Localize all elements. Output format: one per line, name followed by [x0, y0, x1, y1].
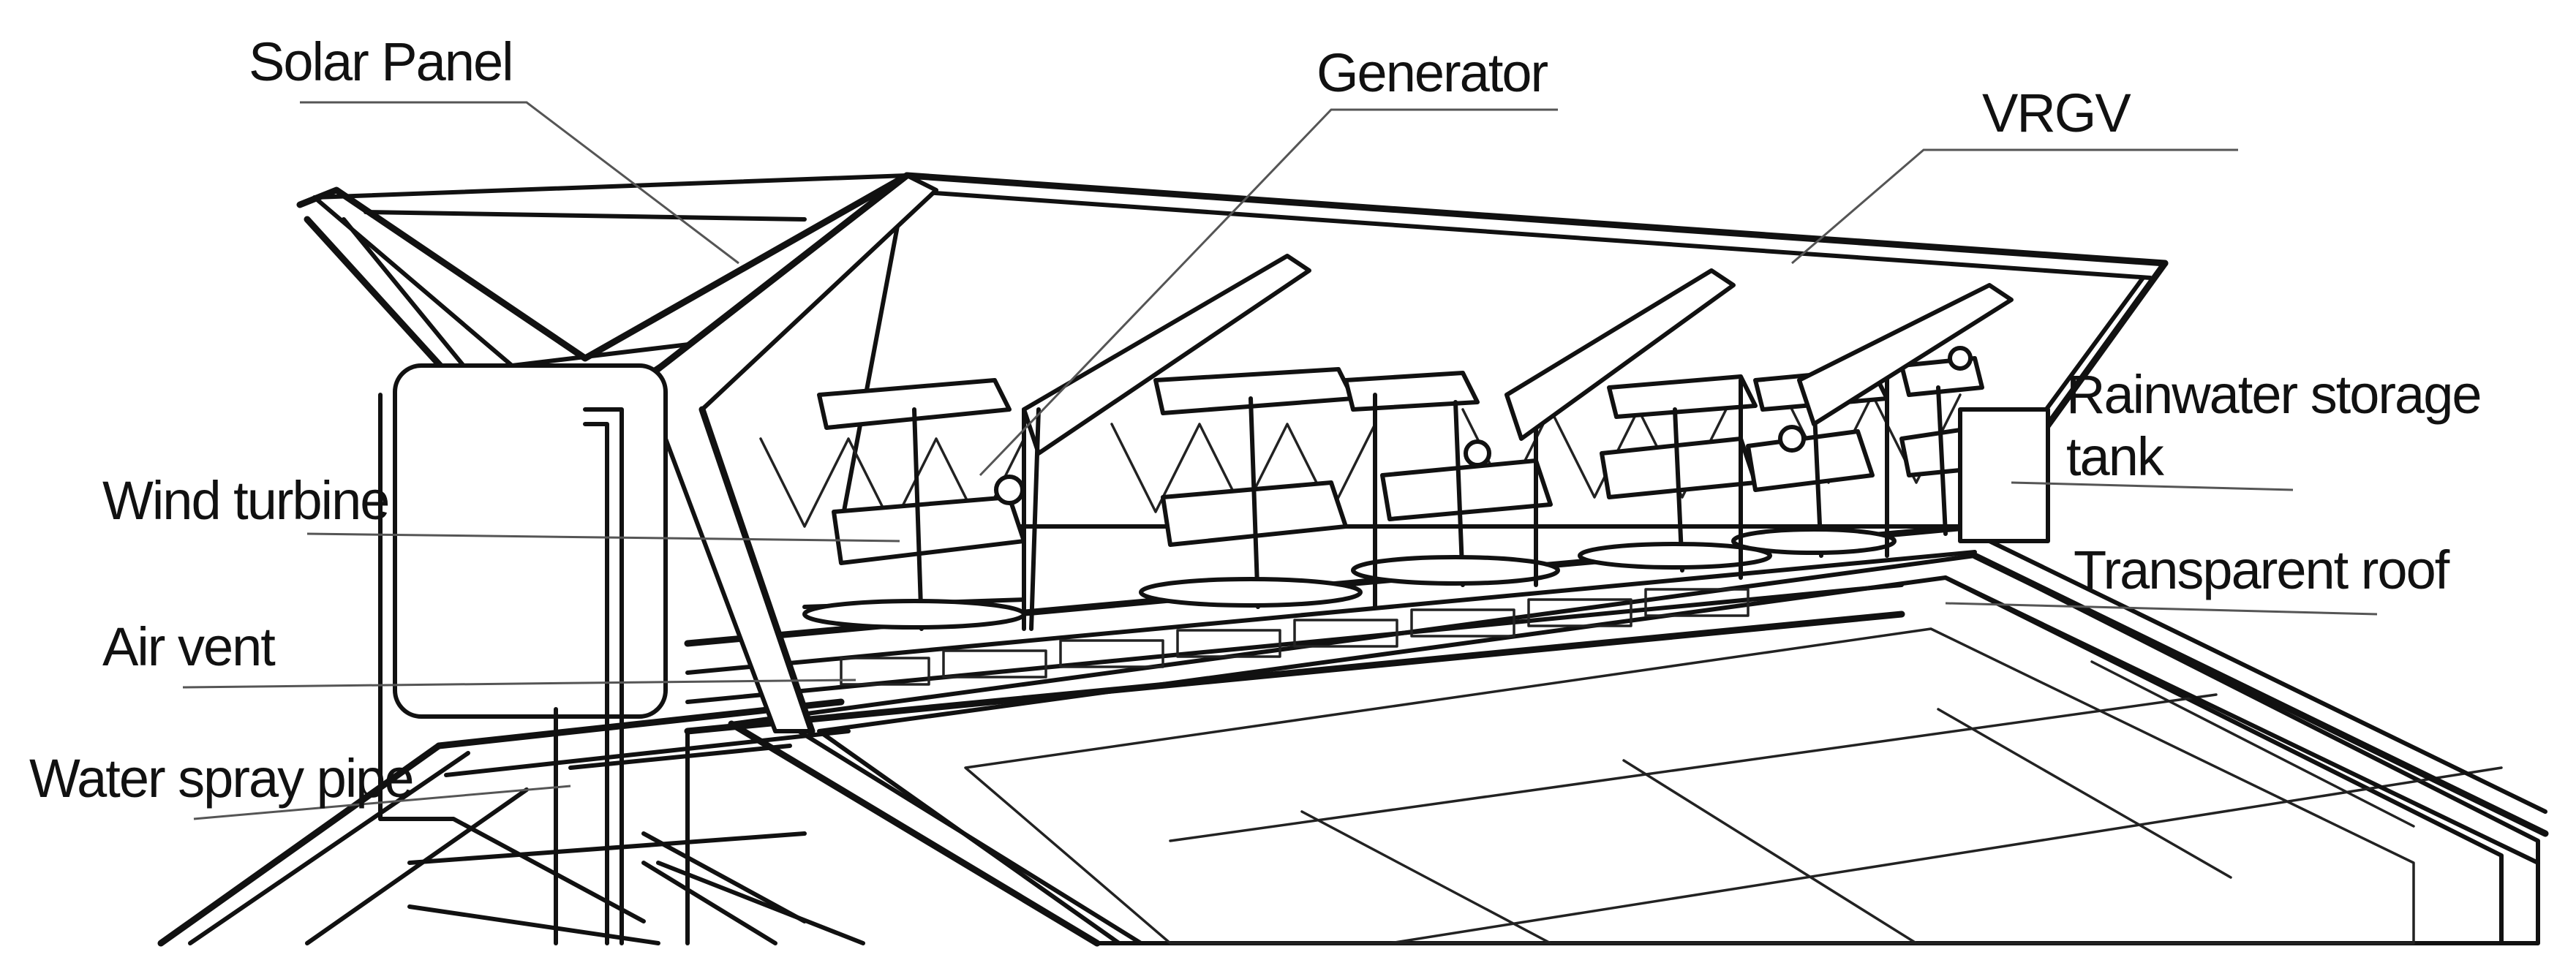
vrgv-label: VRGV [1982, 83, 2131, 143]
water-spray-pipes-drawing [378, 393, 807, 945]
air-vent-label: Air vent [102, 616, 276, 677]
turbine-1 [802, 378, 1026, 631]
generator-arms-drawing [994, 254, 2014, 631]
lower-left-frame-drawing [157, 698, 1101, 947]
wind-turbine-row-drawing [759, 356, 1984, 631]
air-vent-slats [840, 588, 1750, 686]
vrgv-leader [1791, 148, 2238, 265]
transparent-roof-label: Transparent roof [2074, 540, 2450, 600]
turbine-3 [1344, 371, 1560, 587]
generator-leader [979, 108, 1558, 477]
leader-lines [182, 101, 2378, 820]
turbine-5 [1731, 367, 1897, 558]
rainwater-tank-drawing [393, 363, 2050, 719]
solar-panel-label: Solar Panel [249, 31, 513, 92]
turbine-2 [1139, 367, 1363, 609]
wind-turbine-leader [306, 532, 900, 543]
rainwater-storage-label: Rainwater storage [2066, 364, 2481, 425]
water-spray-pipe-label: Water spray pipe [29, 748, 413, 809]
transparent-roof-leader [1945, 602, 2378, 616]
solar-panel-leader [300, 101, 739, 265]
generator-label: Generator [1317, 42, 1548, 103]
water-spray-pipe-leader [193, 785, 571, 820]
air-vent-leader [182, 679, 856, 689]
rainwater-leader [2011, 481, 2294, 491]
turbine-4 [1578, 374, 1772, 573]
transparent-roof-drawing [729, 539, 2549, 945]
wind-turbine-label: Wind turbine [102, 470, 388, 531]
labels: Solar Panel Generator VRGV Rainwater sto… [29, 31, 2482, 809]
solar-panel-drawing [296, 172, 938, 735]
rainwater-tank-label: tank [2066, 426, 2165, 487]
